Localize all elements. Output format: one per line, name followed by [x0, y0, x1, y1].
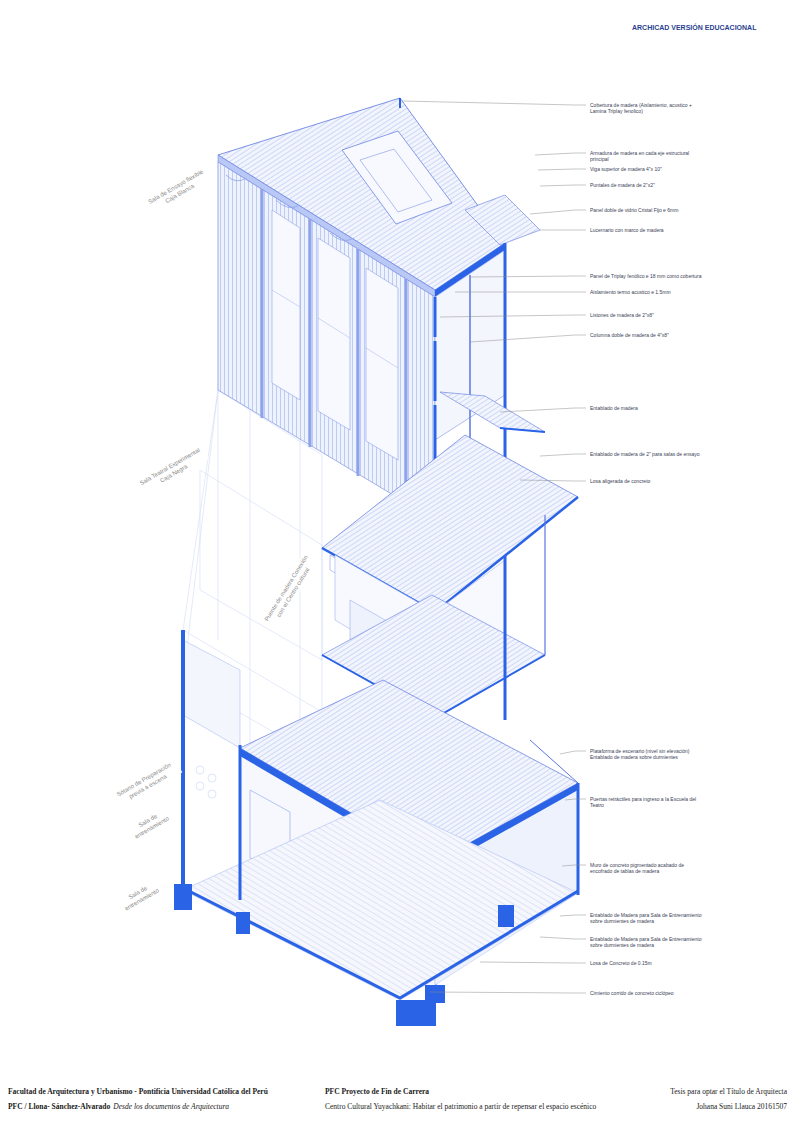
- footer-text: PFC / Llona- Sánchez-Alvarado: [8, 1102, 110, 1111]
- leader-line: [540, 454, 586, 456]
- window: [366, 268, 398, 460]
- leader-lines: [402, 101, 586, 993]
- mullion: [366, 348, 398, 368]
- wall-detail: [208, 774, 216, 782]
- pilaster: [309, 219, 312, 447]
- callout-label: Muro de concreto pigmentado acabado de e…: [590, 862, 702, 874]
- leader-line: [440, 315, 586, 317]
- slab-edge: [183, 888, 578, 998]
- concrete-column: [239, 745, 242, 900]
- callout-label: Entablado de Madera para Sala de Entrena…: [590, 936, 702, 948]
- mullion: [272, 290, 300, 307]
- watermark: ARCHICAD VERSIÓN EDUCACIONAL: [632, 24, 756, 31]
- leader-line: [402, 101, 586, 105]
- callout-label: Listones de madera de 2"x8": [590, 312, 702, 318]
- leader-line: [470, 335, 586, 342]
- pilaster: [261, 189, 264, 418]
- leader-line: [565, 799, 586, 800]
- leader-line: [455, 292, 586, 293]
- leader-line: [540, 185, 586, 186]
- leader-line: [480, 962, 586, 963]
- concrete-column: [577, 783, 580, 895]
- ghost-line: [183, 390, 218, 630]
- footer-text: Tesis para optar el Título de Arquitecta: [670, 1087, 787, 1096]
- footer-text: Desde los documentos de Arquitectura: [113, 1102, 229, 1111]
- concrete-column: [181, 630, 185, 905]
- leader-line: [470, 276, 586, 277]
- callout-label: Lucernario con marco de madera: [590, 227, 702, 233]
- footer-text: Centro Cultural Yuyachkani: Habitar el p…: [325, 1102, 596, 1111]
- mullion: [318, 318, 350, 338]
- leader-line: [538, 169, 586, 170]
- callout-label: Panel doble de vidrio Cristal Fijo e 6mm: [590, 207, 702, 213]
- callout-label: Puntales de madera de 2"x2": [590, 182, 702, 188]
- callout-label: Columna doble de madera de 4"x8": [590, 332, 702, 338]
- footing: [425, 985, 445, 1003]
- callout-label: Entablado de Madera para Sala de Entrena…: [590, 912, 702, 924]
- footing: [498, 905, 514, 927]
- callout-label: Entablado de madera de 2" para salas de …: [590, 451, 702, 457]
- callout-label: Puertas retráctiles para ingreso a la Es…: [590, 796, 702, 808]
- wall-detail: [196, 766, 204, 774]
- deck-edge: [500, 428, 545, 432]
- ghost-face: [200, 470, 322, 660]
- leader-line: [562, 865, 586, 866]
- skylight-frame: [465, 195, 540, 245]
- callout-label: Viga superior de madera 4"x 10": [590, 166, 702, 172]
- room-label: Sala de entrenamiento: [115, 877, 165, 916]
- leader-line: [560, 915, 586, 916]
- wall-detail: [196, 782, 204, 790]
- concrete-wall: [183, 640, 240, 748]
- leader-line: [535, 153, 586, 155]
- timber-column: [504, 560, 507, 720]
- timber-column: [544, 515, 545, 655]
- ghost-face: [183, 390, 322, 760]
- callout-label: Losa de Concreto de 0.15m: [590, 960, 702, 966]
- leader-line: [500, 408, 586, 412]
- footer-text: Facultad de Arquitectura y Urbanismo - P…: [8, 1087, 268, 1096]
- window-mullions: [272, 290, 398, 368]
- wall-detail: [208, 790, 216, 798]
- pilaster: [405, 279, 408, 505]
- room-label: Sala de entrenamiento: [125, 805, 175, 844]
- callout-label: Cimiento corrido de concreto ciclópeo: [590, 990, 702, 996]
- roof-edge: [399, 98, 401, 108]
- footing: [174, 884, 192, 910]
- timber-facade: [218, 162, 435, 520]
- callout-label: Losa aligerada de concreto: [590, 478, 702, 484]
- room-label: Sótano de Preparación previa a escena: [110, 757, 183, 809]
- window: [272, 210, 300, 400]
- pilaster: [357, 249, 360, 476]
- leader-line: [540, 230, 586, 231]
- footing: [236, 912, 250, 934]
- leader-line: [540, 937, 586, 939]
- footing: [396, 1000, 436, 1026]
- callout-label: Plataforma de escenario (nivel sin eleva…: [590, 748, 702, 760]
- truss-outline: [360, 149, 432, 212]
- leader-line: [530, 210, 586, 214]
- window: [318, 238, 350, 430]
- retractable-door: [530, 740, 578, 783]
- leader-line: [560, 751, 586, 754]
- callout-label: Armadura de madera en cada eje estructur…: [590, 150, 702, 162]
- truss-arch: [226, 175, 354, 241]
- wall-texture: [196, 766, 216, 798]
- room-label: Puente de madera Conexión con el Centro …: [261, 551, 319, 630]
- callout-label: Panel de Triplay fenólico e 18 mm como c…: [590, 273, 702, 279]
- footings: [174, 884, 514, 1026]
- footer-text: Johana Suni Llauca 20161507: [696, 1102, 787, 1111]
- leader-line: [520, 480, 586, 481]
- leader-line: [430, 992, 586, 993]
- room-label: Sala de Ensayo flexible Caja Blanca: [143, 165, 212, 215]
- roof-courtyard: [342, 131, 452, 224]
- room-label: Sala Teatral Experimental Caja Negra: [135, 444, 209, 497]
- callout-label: Cobertura de madera (Aislamiento, acusti…: [590, 102, 702, 114]
- timber-deck: [440, 392, 545, 432]
- ground-slab: [183, 800, 578, 1000]
- callout-label: Aislamiento termo acustico e 1.5mm: [590, 289, 702, 295]
- footer-text: PFC Proyecto de Fin de Carrera: [325, 1087, 429, 1096]
- callout-label: Entablado de madera: [590, 405, 702, 411]
